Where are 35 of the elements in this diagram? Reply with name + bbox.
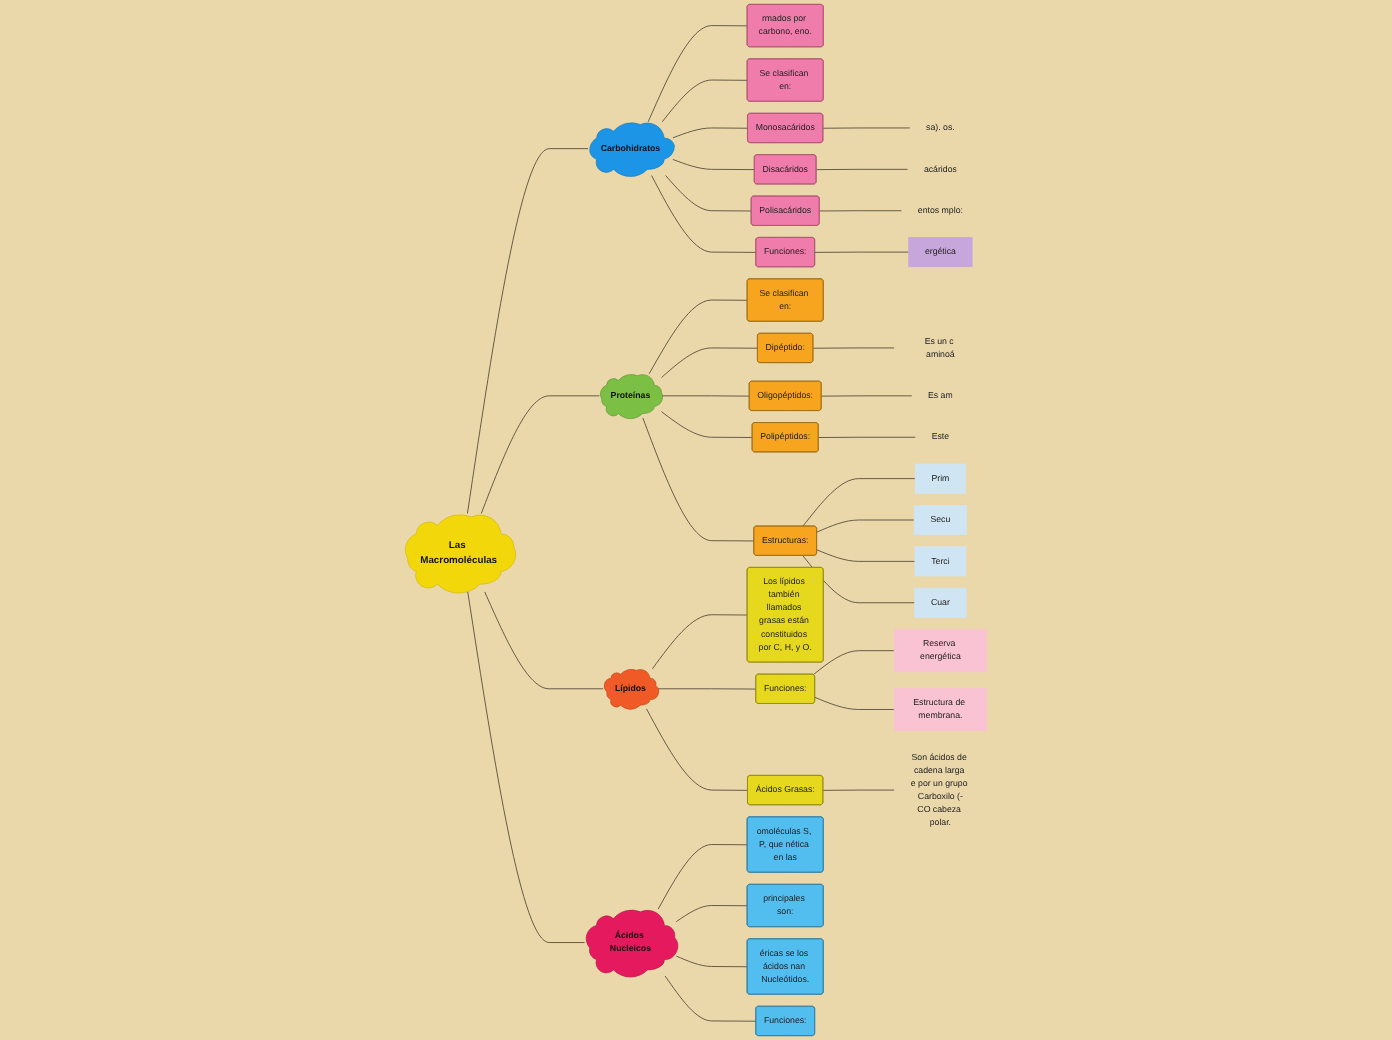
connector <box>467 591 585 943</box>
connector <box>646 708 749 791</box>
connector <box>821 395 913 397</box>
connector <box>822 789 895 791</box>
connector <box>657 844 748 910</box>
connector <box>661 395 750 397</box>
connector <box>648 299 748 375</box>
connector <box>664 975 757 1022</box>
connector <box>816 519 915 533</box>
connector <box>814 696 895 710</box>
connector <box>642 417 755 542</box>
connector <box>467 148 589 514</box>
connector <box>812 650 895 675</box>
connector <box>484 591 604 690</box>
connector <box>672 127 749 139</box>
connector <box>652 614 748 670</box>
connector <box>814 251 909 253</box>
connector <box>665 175 752 212</box>
connector <box>812 347 895 349</box>
connector <box>480 395 600 514</box>
connector <box>819 210 902 212</box>
connector <box>675 905 748 923</box>
connector <box>675 955 748 968</box>
connector <box>661 79 748 123</box>
connector <box>657 688 757 690</box>
connector <box>816 168 908 170</box>
connector <box>647 25 748 123</box>
connector <box>818 436 916 438</box>
connector <box>822 127 911 129</box>
connector <box>672 159 755 170</box>
connector <box>661 411 753 438</box>
connector <box>651 175 757 253</box>
connector <box>816 549 916 562</box>
connector <box>661 347 759 378</box>
connector <box>802 478 916 527</box>
